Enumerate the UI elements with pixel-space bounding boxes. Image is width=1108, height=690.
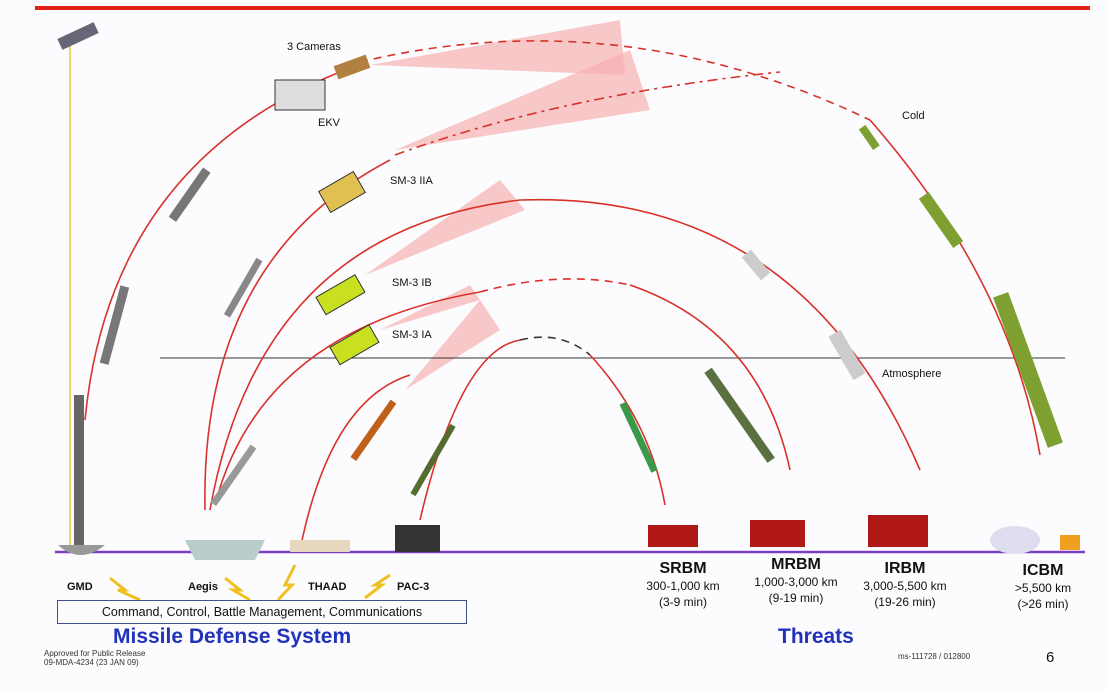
icbm-missile-icon <box>993 292 1063 448</box>
platforms <box>58 515 1080 560</box>
cameras-label: 3 Cameras <box>287 41 341 53</box>
release-id: 09-MDA-4234 (23 JAN 09) <box>44 658 139 667</box>
interceptor-missiles <box>74 124 1063 545</box>
sm3-missile-icon <box>223 257 263 318</box>
irbm-trajectory <box>209 198 921 511</box>
threat-range: 300-1,000 km <box>646 579 720 593</box>
booster-stage-icon <box>168 167 211 222</box>
icbm-stage-icon <box>918 191 964 249</box>
icbm-trajectory <box>869 119 1041 456</box>
system-thaad: THAAD <box>308 581 347 593</box>
comm-links <box>109 564 391 602</box>
aegis-ship-icon <box>185 540 265 560</box>
threat-range: >5,500 km <box>1014 581 1072 595</box>
threat-mrbm: MRBM 1,000-3,000 km (9-19 min) <box>731 556 861 606</box>
thaad-missile-icon <box>350 399 397 461</box>
release-line: Approved for Public Release <box>44 649 146 658</box>
mrbm-trajectory <box>629 284 791 471</box>
pac3-trajectory <box>419 339 521 521</box>
gmd-interceptor-icon <box>74 395 84 545</box>
threat-name: MRBM <box>771 556 821 573</box>
icbm-rv-icon <box>858 124 880 150</box>
threat-name: IRBM <box>884 560 926 577</box>
booster-stage-icon <box>99 285 130 365</box>
system-aegis: Aegis <box>188 581 218 593</box>
mrbm-dashed <box>479 278 631 293</box>
irbm-warhead-icon <box>741 249 771 281</box>
document-id: ms-111728 / 012800 <box>898 652 971 661</box>
threat-srbm: SRBM 300-1,000 km (3-9 min) <box>618 560 748 610</box>
sm3-ia-label: SM-3 IA <box>392 329 432 341</box>
sm3-ib-trajectory <box>214 291 481 506</box>
threat-time: (19-26 min) <box>874 595 936 609</box>
threat-range: 3,000-5,500 km <box>863 579 947 593</box>
page-number: 6 <box>1046 649 1055 666</box>
sensor-cone <box>365 180 525 275</box>
system-gmd: GMD <box>67 581 93 593</box>
pac3-launcher-icon <box>395 525 440 552</box>
release-note: Approved for Public Release 09-MDA-4234 … <box>44 649 145 667</box>
threat-name: ICBM <box>1022 562 1064 579</box>
sensor-cone <box>370 20 625 75</box>
gmd-silo-icon <box>58 545 105 555</box>
threat-time: (3-9 min) <box>658 595 707 609</box>
icbm-silo-icon <box>990 526 1040 554</box>
srbm-missile-icon <box>619 401 658 473</box>
defense-title: Missile Defense System <box>113 625 352 648</box>
srbm-dashed <box>519 336 591 356</box>
sensor-cone <box>405 300 500 390</box>
sm3-iia-dashed <box>394 71 781 156</box>
srbm-launcher-icon <box>648 525 698 547</box>
cold-label: Cold <box>902 110 925 122</box>
ekv-camera-icon <box>333 54 371 80</box>
sm3-iia-label: SM-3 IIA <box>390 175 433 187</box>
threat-name: SRBM <box>659 560 707 577</box>
satellite-icon <box>57 22 99 50</box>
sm3-ib-label: SM-3 IB <box>392 277 432 289</box>
icbm-dashed <box>359 40 871 121</box>
icbm-silo-icon <box>1060 535 1080 550</box>
irbm-warhead-icon <box>828 329 866 381</box>
kill-vehicles <box>57 22 380 366</box>
threat-time: (9-19 min) <box>768 591 824 605</box>
mrbm-launcher-icon <box>750 520 805 547</box>
threats-title: Threats <box>778 625 854 648</box>
ekv-icon <box>274 79 326 111</box>
sm3-ib-kv-icon <box>315 274 366 316</box>
ekv-label: EKV <box>318 117 341 129</box>
threat-range: 1,000-3,000 km <box>754 575 838 589</box>
atmosphere-label: Atmosphere <box>882 368 942 380</box>
c2bmc-box: Command, Control, Battle Management, Com… <box>57 600 467 624</box>
threat-time: (>26 min) <box>1017 597 1069 611</box>
srbm-trajectory <box>589 354 666 506</box>
pac3-missile-icon <box>410 423 456 497</box>
sm3-iia-kv-icon <box>317 170 367 214</box>
thaad-launcher-icon <box>290 540 350 552</box>
sensor-cone <box>395 50 650 150</box>
irbm-launcher-icon <box>868 515 928 547</box>
threat-icbm: ICBM >5,500 km (>26 min) <box>978 562 1108 612</box>
sm3-ia-kv-icon <box>329 324 380 366</box>
threat-irbm: IRBM 3,000-5,500 km (19-26 min) <box>840 560 970 610</box>
mrbm-missile-icon <box>704 367 775 463</box>
thaad-trajectory <box>299 374 411 551</box>
sm3-missile-icon <box>210 444 257 506</box>
gmd-trajectory <box>84 67 351 421</box>
system-pac3: PAC-3 <box>397 581 430 593</box>
